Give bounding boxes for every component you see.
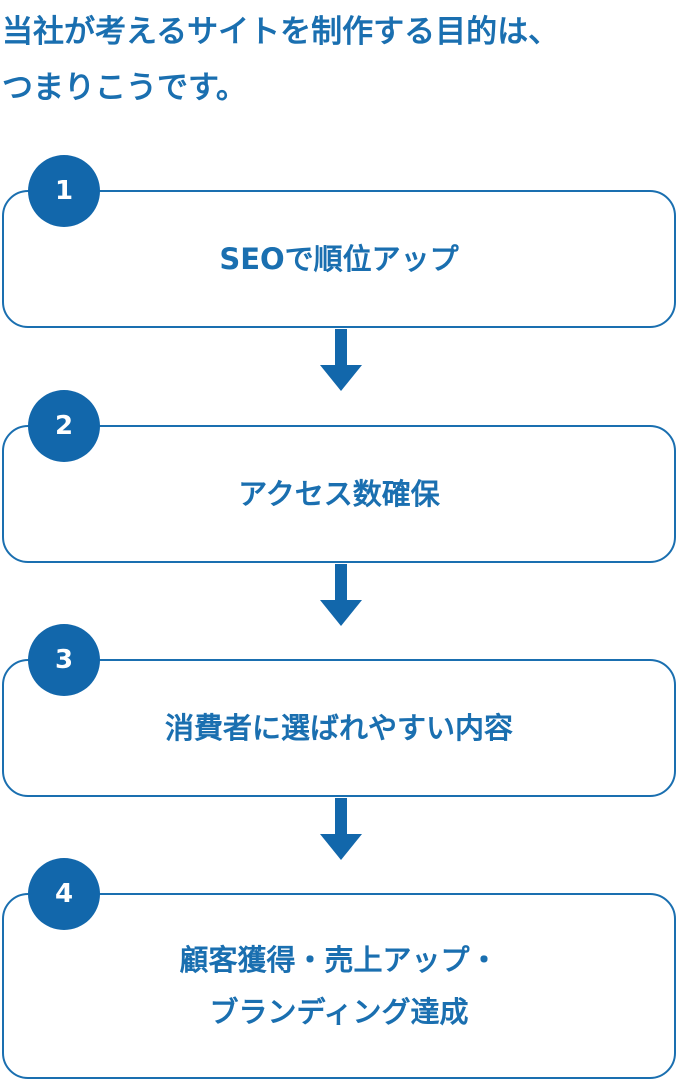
step-3-number-badge: 3 [28,624,100,696]
heading-line-1: 当社が考えるサイトを制作する目的は、 [2,14,560,50]
heading-line-2: つまりこうです。 [2,70,247,106]
step-1-label: SEOで順位アップ [219,233,458,285]
arrow-down-icon [320,798,362,862]
arrow-down-icon [320,564,362,628]
step-4-label-line-1: 顧客獲得・売上アップ・ [179,943,499,977]
step-2-box: アクセス数確保 [2,425,676,563]
step-2-label: アクセス数確保 [238,468,440,520]
step-3-label-line-1: 消費者に選ばれやすい内容 [164,711,513,745]
step-4-label: 顧客獲得・売上アップ・ ブランディング達成 [179,934,498,1038]
arrow-down-icon [320,329,362,393]
step-2-label-line-1: アクセス数確保 [238,477,440,511]
step-1-number-badge: 1 [28,155,100,227]
step-3-label: 消費者に選ばれやすい内容 [165,702,513,754]
step-2-number-badge: 2 [28,390,100,462]
step-1-box: SEOで順位アップ [2,190,676,328]
step-4-label-line-2: ブランディング達成 [209,995,469,1029]
step-4-box: 顧客獲得・売上アップ・ ブランディング達成 [2,893,676,1079]
step-3-box: 消費者に選ばれやすい内容 [2,659,676,797]
step-4-number-badge: 4 [28,858,100,930]
page-heading: 当社が考えるサイトを制作する目的は、 つまりこうです。 [2,4,678,116]
step-1-label-line-1: SEOで順位アップ [219,242,459,276]
